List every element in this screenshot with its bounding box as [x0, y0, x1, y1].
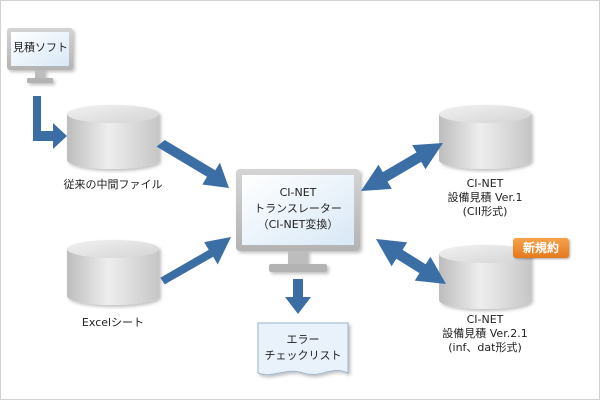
error-list-label-1: エラー: [286, 333, 320, 346]
error-list-document: [257, 322, 349, 376]
excel-sheet-cylinder: [67, 240, 159, 305]
cinet-v21-label-1: CI-NET: [466, 313, 504, 326]
cinet-v21-cylinder: [439, 245, 531, 309]
arrow-excel-to-translator: [160, 237, 231, 285]
translator-label-3: （CI-NET変換）: [257, 218, 339, 231]
arrow-translator-to-errors: [285, 279, 311, 314]
arrow-file-to-translator: [156, 140, 229, 188]
cinet-v21-label-2: 設備見積 Ver.2.1: [442, 327, 528, 340]
excel-sheet-label: Excelシート: [81, 316, 145, 329]
error-list-label-2: チェックリスト: [264, 349, 342, 362]
translator-monitor: [236, 169, 360, 272]
estimate-soft-label: 見積ソフト: [13, 41, 68, 54]
estimate-soft-monitor: [7, 28, 73, 83]
cinet-v1-cylinder: [439, 105, 531, 169]
arrow-soft-to-file: [33, 96, 67, 149]
translator-label-2: トランスレーター: [254, 202, 342, 215]
cinet-v1-label-2: 設備見積 Ver.1: [447, 191, 523, 204]
legacy-file-cylinder: [67, 105, 159, 169]
legacy-file-label: 従来の中間ファイル: [63, 178, 163, 191]
cinet-v1-label-3: (CII形式): [462, 205, 508, 218]
arrow-translator-v1: [361, 143, 443, 191]
arrow-translator-v21: [376, 239, 446, 284]
cinet-v21-label-3: (inf、dat形式): [448, 341, 522, 354]
cinet-v1-label-1: CI-NET: [466, 177, 504, 190]
translator-label-1: CI-NET: [279, 186, 317, 199]
new-spec-badge: 新規約: [513, 238, 569, 258]
